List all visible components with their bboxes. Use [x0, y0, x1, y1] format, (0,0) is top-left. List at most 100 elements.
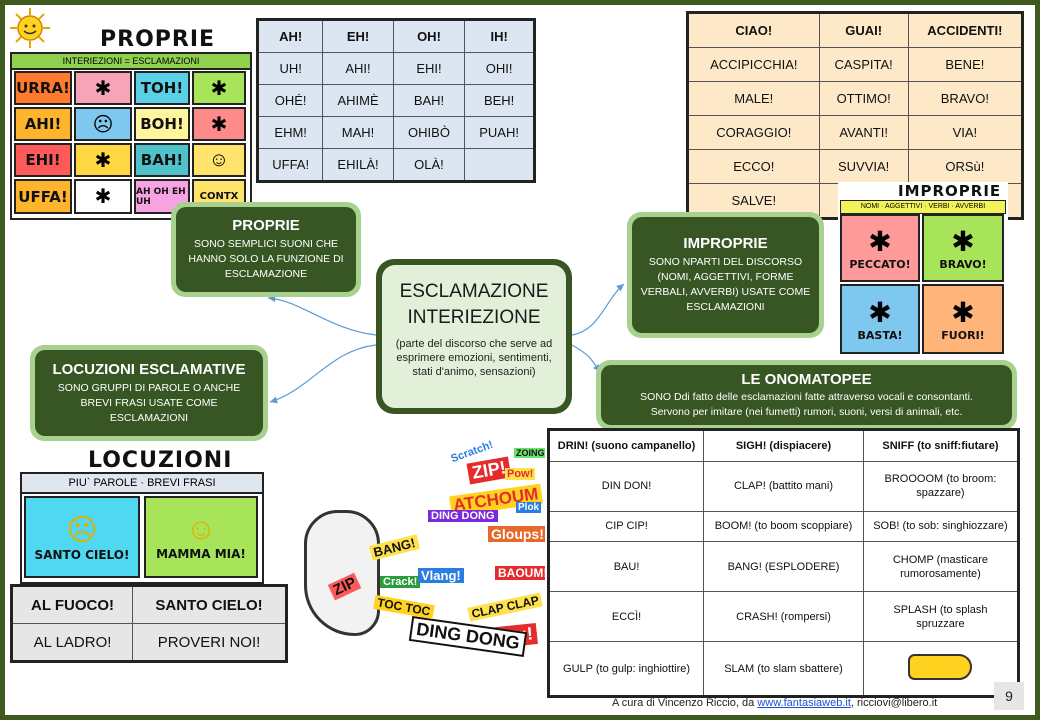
figure-icon: ✱ — [94, 186, 112, 208]
comic-cell: ✱ — [74, 143, 132, 177]
table-cell: AH! — [256, 19, 324, 53]
onomatopee-box: LE ONOMATOPEE SONO Ddi fatto delle escla… — [596, 360, 1017, 430]
proprie-box-inner: PROPRIE SONO SEMPLICI SUONI CHE HANNO SO… — [176, 207, 356, 292]
table-cell: SNIFF (to sniff:fiutare) — [862, 429, 1020, 462]
arrow-proprie — [267, 294, 377, 336]
table-cell: BAU! — [547, 540, 705, 593]
table-cell: BOOM! (to boom scoppiare) — [703, 510, 864, 542]
table-cell: SUVVIA! — [818, 149, 909, 184]
table-row: DRIN! (suono campanello)SIGH! (dispiacer… — [547, 429, 1020, 462]
center-box-inner: ESCLAMAZIONE INTERIEZIONE (parte del dis… — [382, 265, 566, 408]
table-cell: OTTIMO! — [818, 81, 909, 116]
onomatopee-table: DRIN! (suono campanello)SIGH! (dispiacer… — [547, 428, 1020, 698]
locuzioni-box-text: SONO GRUPPI DI PAROLE O ANCHE BREVI FRAS… — [57, 381, 241, 424]
table-cell: EH! — [322, 19, 394, 53]
table-row: DIN DON!CLAP! (battito mani)BROOOOM (to … — [547, 460, 1020, 512]
table-cell: CHOMP (masticare rumorosamente) — [862, 540, 1020, 593]
table-cell: BAH! — [392, 84, 466, 117]
footer-link[interactable]: www.fantasiaweb.it — [757, 697, 851, 709]
figure-icon: ✱ — [94, 77, 112, 100]
table-cell: EHM! — [256, 116, 324, 149]
table-row: CIAO!GUAI!ACCIDENTI! — [687, 12, 1024, 48]
figure-icon: ✱ — [210, 113, 228, 136]
table-cell — [862, 641, 1020, 697]
table-cell: ACCIDENTI! — [907, 12, 1024, 48]
table-cell: GULP (to gulp: inghiottire) — [547, 641, 705, 697]
locuzioni-box: LOCUZIONI ESCLAMATIVE SONO GRUPPI DI PAR… — [30, 345, 268, 441]
proprie-box-text: SONO SEMPLICI SUONI CHE HANNO SOLO LA FU… — [188, 238, 344, 280]
table-cell: ACCIPICCHIA! — [687, 47, 820, 82]
table-row: BAU!BANG! (ESPLODERE)CHOMP (masticare ru… — [547, 540, 1020, 593]
figure-icon: ✱ — [951, 226, 975, 257]
table-cell: AL LADRO! — [10, 623, 134, 662]
table-cell: BRAVO! — [907, 81, 1024, 116]
comic-cell: TOH! — [134, 71, 190, 105]
table-cell: OHIBÒ — [392, 116, 466, 149]
table-cell: BROOOOM (to broom: spazzare) — [862, 460, 1020, 512]
center-box: ESCLAMAZIONE INTERIEZIONE (parte del dis… — [376, 259, 572, 414]
onomatopoeia-collage: Scratch! ZIP! Pow! ATCHOUM DING DONG Glo… — [300, 440, 545, 688]
footer-prefix: A cura di Vincenzo Riccio, da — [612, 697, 758, 709]
footer-suffix: , ricciovi@libero.it — [850, 697, 938, 709]
collage-word: TOC TOC — [373, 594, 435, 620]
improprie-box: IMPROPRIE SONO NPARTI DEL DISCORSO (NOMI… — [627, 212, 824, 338]
face-icon: ☹ — [66, 513, 98, 547]
table-cell: EHI! — [392, 52, 466, 85]
comic-cell: ✱FUORI! — [922, 284, 1004, 354]
face-icon: ☹ — [92, 113, 114, 136]
comic-locuzioni-banner: PIU` PAROLE · BREVI FRASI — [22, 474, 262, 494]
table-cell: CIP CIP! — [547, 510, 705, 542]
table-row: CIP CIP!BOOM! (to boom scoppiare)SOB! (t… — [547, 510, 1020, 542]
collage-word: Vlang! — [418, 568, 464, 583]
table-cell: OHÉ! — [256, 84, 324, 117]
center-title-1: ESCLAMAZIONE — [399, 281, 549, 302]
face-icon: ☺ — [208, 148, 230, 171]
comic-improprie-banner: NOMI · AGGETTIVI · VERBI · AVVERBI — [840, 200, 1006, 214]
table-cell: MAH! — [322, 116, 394, 149]
table-cell — [464, 148, 535, 182]
comic-cell: BAH! — [134, 143, 190, 177]
collage-word: Gloups! — [488, 526, 545, 542]
comic-cell: ✱PECCATO! — [840, 214, 920, 282]
page-number: 9 — [994, 682, 1024, 710]
table-cell: DRIN! (suono campanello) — [547, 429, 705, 462]
collage-word: Plok — [516, 502, 542, 513]
table-row: GULP (to gulp: inghiottire)SLAM (to slam… — [547, 641, 1020, 697]
comic-cell: ✱ — [74, 71, 132, 105]
table-cell: ORSù! — [907, 149, 1024, 184]
table-row: MALE!OTTIMO!BRAVO! — [687, 81, 1024, 116]
figure-icon: ✱ — [94, 149, 112, 172]
comic-cell: ✱BRAVO! — [922, 214, 1004, 282]
collage-word: ZOING — [514, 448, 545, 458]
table-cell: EHILÀ! — [322, 148, 394, 182]
collage-word: BAOUM! — [495, 566, 545, 580]
locuzioni-box-title: LOCUZIONI ESCLAMATIVE — [52, 360, 246, 378]
improprie-box-text: SONO NPARTI DEL DISCORSO (NOMI, AGGETTIV… — [640, 256, 811, 313]
comic-locuzioni-title: LOCUZIONI — [88, 448, 233, 473]
pointing-hand-icon — [908, 653, 973, 680]
table-cell: VIA! — [907, 115, 1024, 150]
table-cell: OH! — [392, 19, 466, 53]
table-row: UFFA!EHILÀ!OLÀ! — [256, 148, 535, 182]
table-cell: BANG! (ESPLODERE) — [703, 540, 864, 593]
comic-cell: ☹ — [74, 107, 132, 141]
proprie-box: PROPRIE SONO SEMPLICI SUONI CHE HANNO SO… — [171, 202, 361, 297]
table-row: AH!EH!OH!IH! — [256, 19, 535, 53]
collage-word: Crack! — [380, 576, 421, 588]
table-cell: AL FUOCO! — [10, 585, 134, 624]
comic-cell: ☹SANTO CIELO! — [24, 496, 140, 578]
collage-word: CLAP CLAP — [467, 592, 544, 622]
sun-icon — [8, 6, 52, 50]
comic-locuzioni-panel: PIU` PAROLE · BREVI FRASI ☹SANTO CIELO! … — [20, 472, 264, 584]
collage-word: DING DONG — [428, 510, 498, 522]
comic-cell: ✱ — [192, 71, 246, 105]
table-cell: CIAO! — [687, 12, 820, 48]
onomatopee-box-inner: LE ONOMATOPEE SONO Ddi fatto delle escla… — [601, 365, 1012, 425]
onomatopee-box-text1: SONO Ddi fatto delle esclamazioni fatte … — [640, 390, 973, 403]
figure-icon: ✱ — [951, 297, 975, 328]
center-title-2: INTERIEZIONE — [407, 307, 541, 328]
